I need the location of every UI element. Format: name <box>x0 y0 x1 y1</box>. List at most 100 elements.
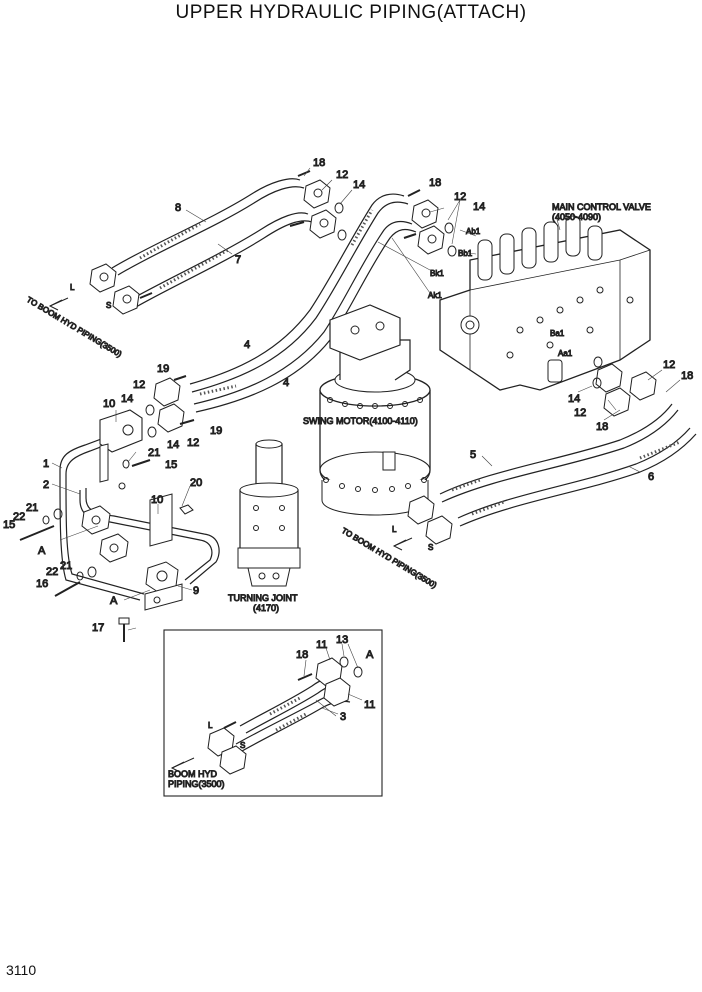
callout-11: 11 <box>364 699 375 711</box>
callout-19: 19 <box>210 425 222 437</box>
page-title: UPPER HYDRAULIC PIPING(ATTACH) <box>175 2 527 23</box>
callout-12: 12 <box>574 407 586 419</box>
callout-17: 17 <box>92 622 104 634</box>
arrow-to-boom-left <box>48 297 69 311</box>
left-leader-lines <box>51 410 193 631</box>
flange-top-left-a <box>89 263 117 293</box>
callout-6: 6 <box>648 471 654 483</box>
main-control-valve <box>439 215 651 391</box>
flange-top-mid-b <box>309 209 337 239</box>
callout-22: 22 <box>46 566 58 578</box>
callout-16: 16 <box>36 578 48 590</box>
callout-13: 13 <box>336 634 348 646</box>
swing-motor <box>319 304 431 516</box>
port-s-right: S <box>428 543 433 552</box>
callout-18: 18 <box>596 421 608 433</box>
callout-12: 12 <box>133 379 145 391</box>
callout-18: 18 <box>429 177 441 189</box>
callout-3: 3 <box>340 711 346 723</box>
callout-5: 5 <box>470 449 476 461</box>
o-ring-14-a <box>334 202 344 214</box>
port-aa1: Aa1 <box>558 349 573 358</box>
callout-9: 9 <box>193 585 199 597</box>
leader-lines-top-left <box>185 167 353 255</box>
port-bk1: Bk1 <box>430 269 444 278</box>
callout-21: 21 <box>26 502 38 514</box>
port-l-detail: L <box>208 721 213 730</box>
callout-8: 8 <box>175 202 181 214</box>
detail-a-frame <box>163 629 383 797</box>
callout-12: 12 <box>336 169 348 181</box>
o-ring-14-c <box>444 222 454 234</box>
callout-1: 1 <box>43 458 49 470</box>
right-leader-lines <box>481 369 681 473</box>
detail-a-marker-1: A <box>38 545 46 557</box>
port-ab1: Ab1 <box>466 227 481 236</box>
port-l-left: L <box>70 283 75 292</box>
hose-5 <box>439 403 679 503</box>
callout-11: 11 <box>316 639 327 651</box>
hose-8 <box>111 178 305 276</box>
left-pipe-brackets <box>81 409 183 611</box>
right-lower-flanges <box>407 495 453 545</box>
left-fasteners <box>19 459 194 642</box>
callout-2: 2 <box>43 479 49 491</box>
flange-top-mid-a <box>303 179 331 209</box>
callout-18: 18 <box>313 157 325 169</box>
callout-19: 19 <box>157 363 169 375</box>
label-turning-joint-range: (4170) <box>253 603 279 613</box>
label-to-boom-right: TO BOOM HYD PIPING(3500) <box>340 526 439 590</box>
label-boom-hyd-line1: BOOM HYD <box>168 769 218 779</box>
callout-22: 22 <box>13 511 25 523</box>
callout-10: 10 <box>103 398 115 410</box>
callout-14: 14 <box>568 393 580 405</box>
callout-12: 12 <box>454 191 466 203</box>
turning-joint <box>237 439 301 587</box>
bolt-18-c <box>139 292 153 299</box>
bolt-18-b <box>289 221 305 227</box>
callout-14: 14 <box>353 179 365 191</box>
callout-numbers: 18 12 14 8 7 18 12 14 4 4 19 12 14 10 14… <box>3 157 694 724</box>
callout-15: 15 <box>165 459 177 471</box>
label-swing-motor: SWING MOTOR(4100-4110) <box>303 416 418 426</box>
flange-top-right-a <box>411 199 439 229</box>
bolt-18-a <box>297 170 311 177</box>
port-ba1: Ba1 <box>550 329 565 338</box>
flange-top-right-b <box>417 225 445 255</box>
callout-21: 21 <box>148 447 160 459</box>
port-l-right: L <box>392 525 397 534</box>
callout-4: 4 <box>244 339 250 351</box>
callout-4: 4 <box>283 377 289 389</box>
label-main-control-valve: MAIN CONTROL VALVE <box>552 202 651 212</box>
port-s-left: S <box>106 301 111 310</box>
port-ak1: Ak1 <box>428 291 442 300</box>
hose-7 <box>129 212 313 308</box>
detail-a-leader-lines <box>303 643 363 717</box>
detail-a-marker-3: A <box>366 649 374 661</box>
hose-4-braid <box>199 384 237 396</box>
left-pipe-flanges-upper <box>145 375 195 438</box>
label-turning-joint: TURNING JOINT <box>228 593 298 603</box>
bolt-18-e <box>403 233 417 239</box>
detail-a-flanges <box>207 656 363 775</box>
hose-6 <box>457 427 697 527</box>
hose-4-upper <box>189 193 409 393</box>
callout-18: 18 <box>296 649 308 661</box>
mcv-leader-lines <box>377 199 561 297</box>
callout-12: 12 <box>187 437 199 449</box>
callout-10: 10 <box>151 494 163 506</box>
callout-18: 18 <box>681 370 693 382</box>
callout-7: 7 <box>235 254 241 266</box>
flange-top-left-b <box>112 285 140 315</box>
callout-14: 14 <box>121 393 133 405</box>
port-s-detail: S <box>240 741 245 750</box>
o-ring-14-d <box>447 245 457 257</box>
label-main-control-valve-range: (4050-4090) <box>552 212 601 222</box>
callout-12: 12 <box>663 359 675 371</box>
arrow-to-boom-right <box>392 537 413 551</box>
callout-15: 15 <box>3 519 15 531</box>
page-number: 3110 <box>6 962 37 978</box>
arrow-boom-hyd <box>170 757 195 773</box>
o-ring-14-b <box>337 229 347 241</box>
